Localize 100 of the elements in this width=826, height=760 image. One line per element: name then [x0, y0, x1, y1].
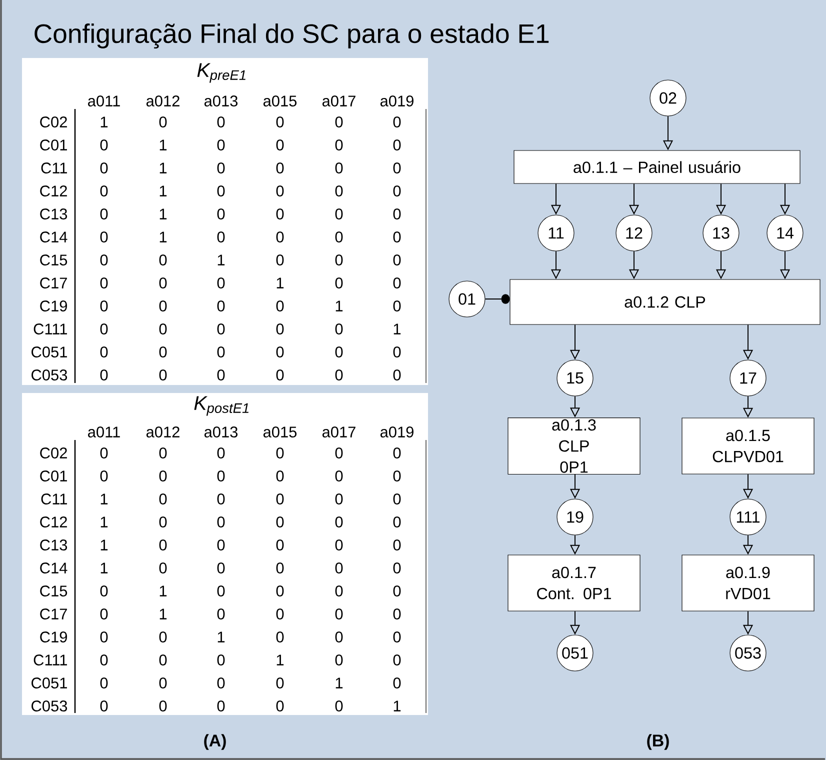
panel-label: (A) [204, 734, 226, 750]
column-header: a017 [322, 96, 356, 106]
table-cell: 1 [160, 608, 167, 620]
process-box: a0.1.5 CLPVD01 [682, 418, 814, 474]
table-cell: 0 [159, 116, 167, 128]
row-header: C01 [40, 470, 67, 482]
column-header: a012 [146, 96, 180, 106]
table-cell: 1 [394, 700, 401, 712]
table-cell: 1 [100, 516, 108, 528]
table-cell: 0 [276, 140, 284, 150]
table-cell: 1 [336, 300, 343, 312]
table-cell: 0 [217, 208, 225, 220]
table-cell: 0 [393, 186, 401, 196]
table-cell: 0 [393, 140, 401, 150]
table-cell: 1 [160, 232, 167, 242]
table-cell: 1 [100, 562, 108, 574]
column-header: a011 [88, 96, 120, 106]
table-cell: 0 [393, 278, 401, 288]
column-header: a013 [204, 426, 238, 438]
row-header: C02 [40, 448, 67, 458]
table-cell: 0 [276, 632, 284, 642]
table-cell: 0 [335, 254, 343, 266]
table-cell: 0 [100, 608, 108, 620]
diagram-title: Configuração Final do SC para o estado E1 [34, 23, 549, 48]
table-cell: 0 [393, 678, 401, 688]
table-cell: 0 [100, 208, 108, 220]
table-cell: 0 [217, 278, 225, 288]
table-cell: 0 [217, 300, 225, 312]
table-cell: 0 [335, 632, 343, 642]
table-cell: 0 [100, 370, 108, 380]
row-header: C14 [40, 232, 68, 242]
row-header: C053 [32, 370, 68, 380]
table-cell: 0 [159, 346, 167, 358]
column-header: a019 [380, 96, 414, 106]
table-cell: 0 [217, 700, 225, 712]
row-header: C12 [40, 516, 67, 528]
table-cell: 0 [335, 586, 343, 596]
table-cell: 0 [159, 278, 167, 288]
table-cell: 0 [335, 516, 343, 528]
table-cell: 0 [159, 448, 167, 458]
table-cell: 0 [276, 300, 284, 312]
table-cell: 0 [159, 678, 167, 688]
table-cell: 0 [217, 494, 225, 504]
table-cell: 0 [335, 608, 343, 620]
table-cell: 0 [393, 254, 401, 266]
table-cell: 0 [100, 470, 108, 482]
row-header: C111 [34, 324, 67, 334]
table-cell: 0 [276, 516, 284, 528]
table-cell: 0 [217, 140, 225, 150]
row-header: C02 [40, 116, 67, 128]
table-cell: 0 [159, 540, 167, 550]
table-cell: 1 [100, 540, 108, 550]
table-cell: 0 [100, 700, 108, 712]
table-cell: 0 [335, 540, 343, 550]
table-cell: 0 [217, 562, 225, 574]
table-cell: 0 [159, 632, 167, 642]
table-cell: 0 [335, 278, 343, 288]
table-cell: 0 [276, 562, 284, 574]
table-cell: 1 [100, 116, 108, 128]
table-cell: 0 [393, 608, 401, 620]
table-cell: 1 [336, 678, 343, 688]
table-cell: 0 [159, 370, 167, 380]
column-header: a012 [146, 426, 180, 438]
table-cell: 0 [100, 232, 108, 242]
table-cell: 0 [276, 470, 284, 482]
table-cell: 0 [159, 562, 167, 574]
table-cell: 0 [335, 654, 343, 666]
table-cell: 0 [393, 470, 401, 482]
table-cell: 0 [217, 162, 225, 174]
table-cell: 0 [276, 608, 284, 620]
table-cell: 0 [276, 232, 284, 242]
table-cell: 0 [393, 516, 401, 528]
row-header: C17 [40, 278, 67, 288]
table-cell: 0 [217, 470, 225, 482]
panel-label: (B) [647, 734, 669, 750]
table-cell: 0 [100, 654, 108, 666]
table-cell: 0 [393, 562, 401, 574]
column-header: a011 [88, 426, 120, 438]
row-header: C051 [32, 346, 67, 358]
table-cell: 0 [159, 324, 167, 334]
process-box: a0.1.7 Cont. 0P1 [508, 554, 640, 612]
table-cell: 0 [393, 370, 401, 380]
table-cell: 0 [335, 448, 343, 458]
table-cell: 0 [217, 540, 225, 550]
table-cell: 0 [276, 346, 284, 358]
table-cell: 0 [335, 494, 343, 504]
process-box: a0.1.2 CLP [510, 279, 820, 325]
column-header: a013 [204, 96, 238, 106]
table-cell: 0 [335, 162, 343, 174]
row-header: C19 [40, 300, 67, 312]
table-title: K$_{preE1}$ [197, 63, 246, 83]
table-cell: 1 [394, 324, 401, 334]
table-cell: 0 [335, 346, 343, 358]
row-header: C051 [32, 678, 67, 688]
table-cell: 0 [393, 586, 401, 596]
column-header: a015 [263, 96, 297, 106]
arrow [484, 294, 510, 304]
table-cell: 0 [276, 186, 284, 196]
table-cell: 0 [393, 116, 401, 128]
table-cell: 0 [217, 608, 225, 620]
